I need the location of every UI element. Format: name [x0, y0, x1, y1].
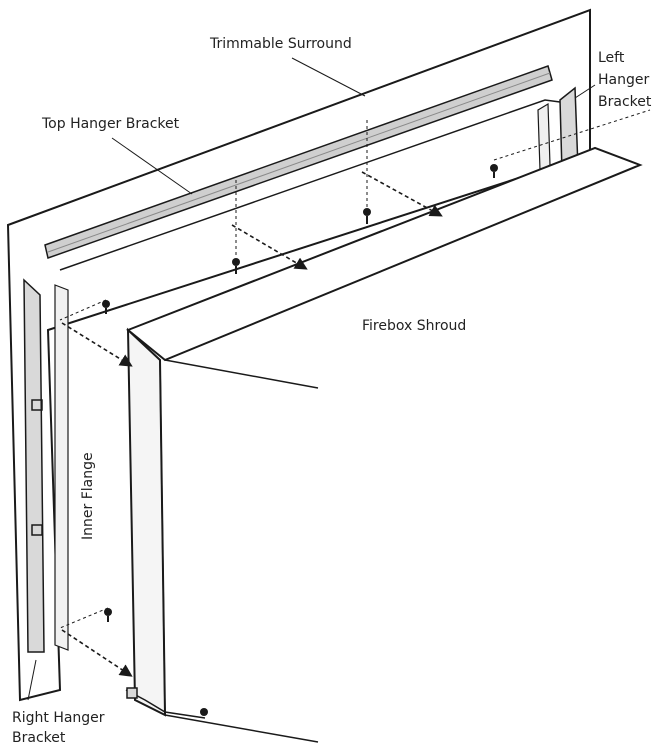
label-trimmable-surround: Trimmable Surround: [209, 36, 352, 52]
screw-icon-6: [200, 708, 208, 716]
label-left-hanger-bracket-line3: Bracket: [598, 94, 652, 110]
leader-line-trimmable-surround: [291, 57, 366, 97]
guide-line-5: [59, 607, 109, 629]
inner-flange-strip: [54, 284, 69, 651]
assembly-arrow-4: [61, 629, 133, 677]
clip-icon-1: [31, 399, 43, 411]
screw-icon-4: [102, 300, 110, 314]
leader-line-top-hanger-bracket: [111, 137, 193, 195]
screw-icon-5: [104, 608, 112, 622]
leader-line-right-hanger-bracket: [27, 659, 37, 701]
firebox-shroud-side: [126, 327, 167, 717]
screw-icon-1: [232, 258, 240, 274]
top-hanger-bracket: [44, 65, 553, 259]
label-right-hanger-bracket-line1: Right Hanger: [12, 710, 105, 726]
screw-icon-2: [363, 208, 371, 224]
label-left-hanger-bracket-line1: Left: [598, 50, 625, 66]
shroud-bottom-extension-line: [164, 714, 319, 743]
shroud-top-extension-line: [164, 359, 319, 389]
label-top-hanger-bracket: Top Hanger Bracket: [41, 116, 180, 132]
clip-icon-2: [31, 524, 43, 536]
label-firebox-shroud: Firebox Shroud: [362, 318, 466, 334]
assembly-arrow-1: [231, 224, 308, 270]
assembly-arrow-3: [61, 322, 133, 367]
surround-inner-edge: [59, 99, 561, 271]
label-left-hanger-bracket-line2: Hanger: [598, 72, 649, 88]
right-hanger-bracket: [23, 278, 45, 653]
clip-icon-3: [126, 687, 138, 699]
firebox-shroud-side-edge: [159, 359, 166, 716]
label-inner-flange: Inner Flange: [80, 452, 96, 540]
top-hanger-bracket-edge: [47, 72, 551, 253]
leader-line-left-hanger-bracket: [574, 84, 596, 99]
label-right-hanger-bracket-line2: Bracket: [12, 730, 66, 746]
trimmable-surround-plate: [6, 8, 591, 702]
screw-icon-3: [490, 164, 498, 178]
left-hanger-bracket-inner: [537, 102, 551, 171]
guide-line-4: [59, 299, 107, 321]
assembly-arrow-2: [361, 171, 443, 217]
